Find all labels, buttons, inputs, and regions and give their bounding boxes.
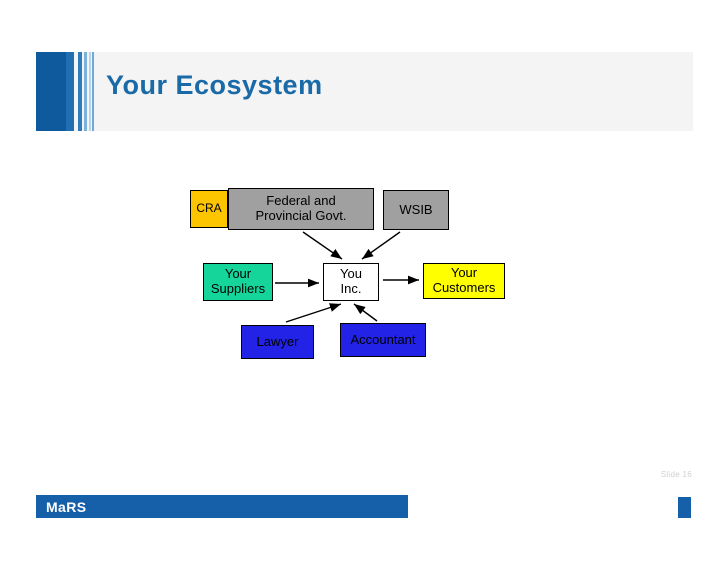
edge-gov-to-you: [302, 231, 343, 260]
node-label-cra-line-1: CRA: [196, 201, 222, 216]
footer-bar: MaRS: [36, 495, 408, 518]
node-label-you-line-2: Inc.: [340, 281, 362, 296]
diagram-node-federal-provincial-govt[interactable]: Federal and Provincial Govt.: [228, 188, 374, 230]
header-decoration-block: [36, 52, 66, 131]
diagram-node-accountant[interactable]: Accountant: [340, 323, 426, 357]
node-label-suppliers-line-1: Your: [224, 266, 252, 282]
node-label-gov-line-2: Provincial Govt.: [255, 208, 347, 223]
header-band: [36, 52, 693, 131]
diagram-node-your-customers[interactable]: Your Customers: [423, 263, 505, 299]
node-label-customers-line-1: Your: [450, 265, 478, 281]
header-decoration-block-2: [66, 52, 74, 131]
diagram-node-you-inc[interactable]: You Inc.: [323, 263, 379, 301]
header-decoration-stripe-1: [78, 52, 82, 131]
node-label-you-line-1: You: [340, 266, 362, 282]
diagram-node-cra[interactable]: CRA: [190, 190, 228, 228]
node-label-wsib-line-1: WSIB: [399, 201, 433, 217]
node-label-accountant-line-1: Accountant: [350, 331, 416, 347]
node-label-customers-line-2: Customers: [432, 280, 496, 295]
edge-wsib-to-you: [361, 231, 401, 260]
footer-brand-mars: MaRS: [46, 498, 87, 515]
header-decoration-stripe-4: [92, 52, 94, 131]
header-decoration-stripe-3: [89, 52, 91, 131]
node-label-gov-line-1: Federal and: [266, 193, 336, 209]
node-label-lawyer-line-1: Lawyer: [256, 333, 299, 349]
diagram-node-your-suppliers[interactable]: Your Suppliers: [203, 263, 273, 301]
page-title: Your Ecosystem: [106, 70, 323, 100]
slide-number: Slide 16: [660, 470, 692, 479]
node-label-suppliers-line-2: Suppliers: [210, 281, 266, 296]
edge-lawyer-to-you: [285, 303, 342, 323]
edge-accountant-to-you: [353, 303, 378, 322]
footer-accent-mark: [678, 497, 691, 518]
header-decoration-stripe-2: [84, 52, 87, 131]
diagram-node-lawyer[interactable]: Lawyer: [241, 325, 314, 359]
diagram-node-wsib[interactable]: WSIB: [383, 190, 449, 230]
